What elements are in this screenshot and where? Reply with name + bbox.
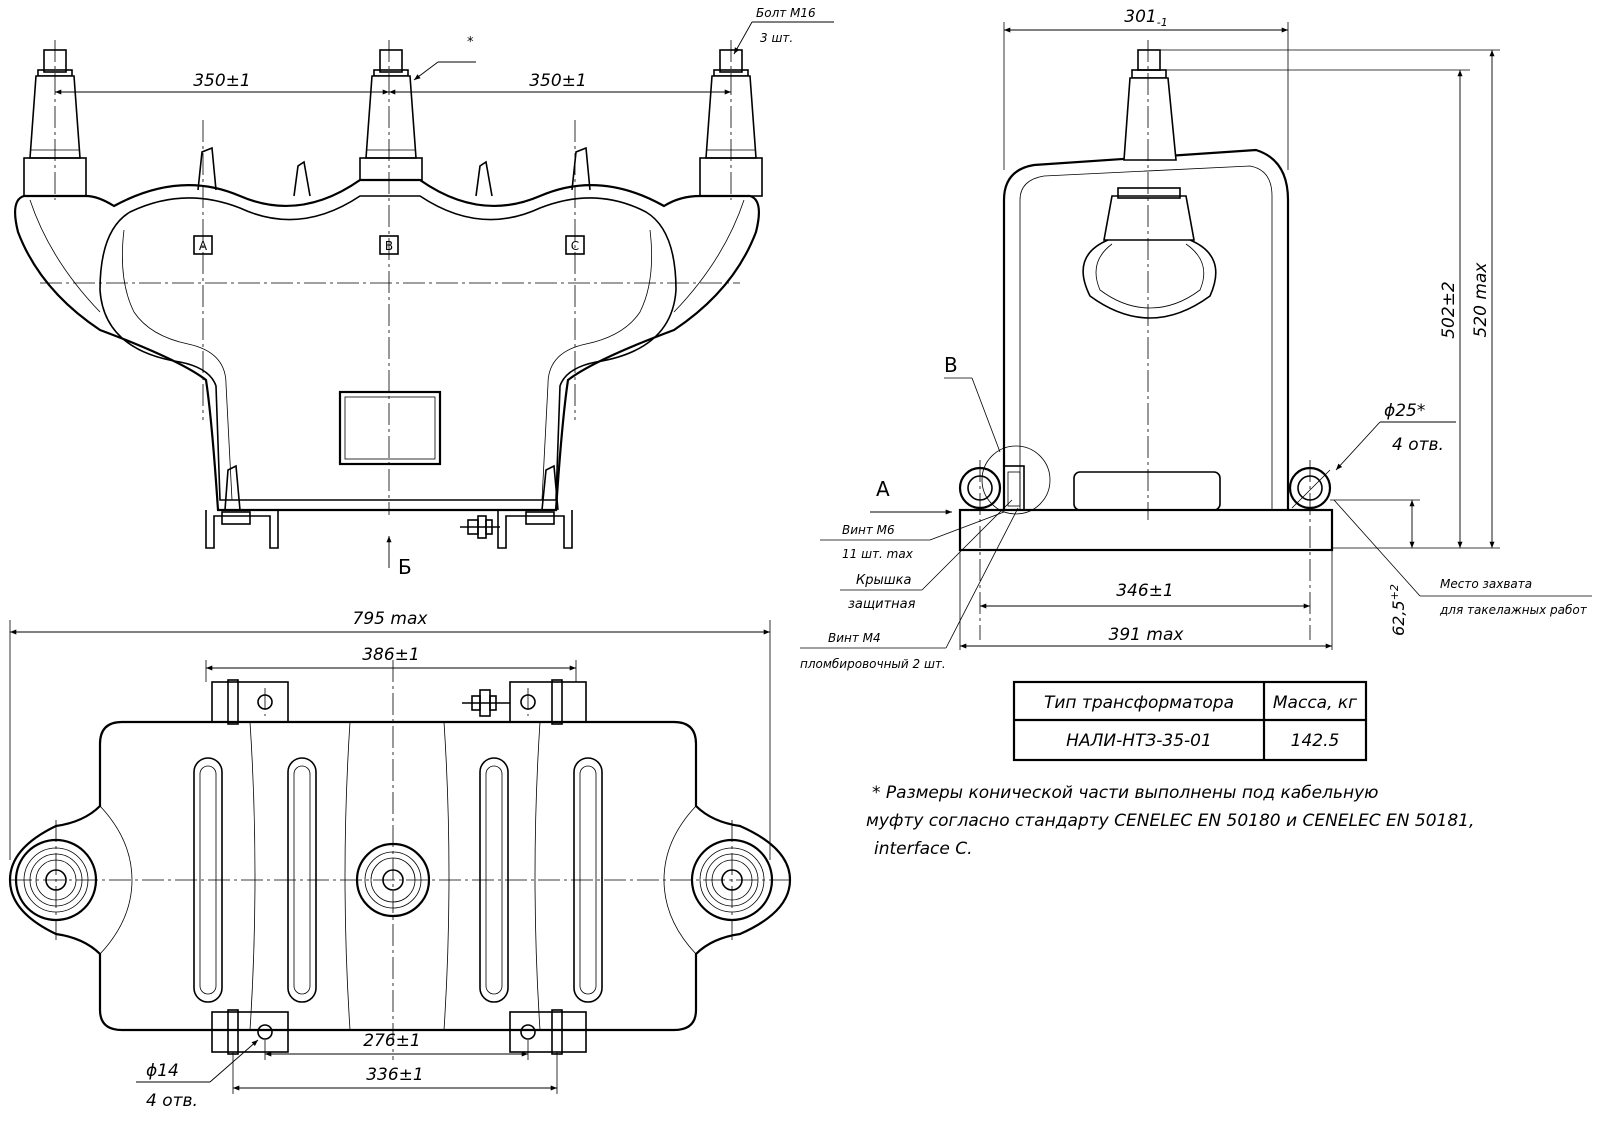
top-housing-outline bbox=[8, 720, 792, 1032]
dim-301: 301-1 bbox=[1124, 7, 1167, 29]
asterisk-mark: * bbox=[467, 35, 474, 50]
dim-336: 336±1 bbox=[366, 1065, 424, 1085]
side-housing bbox=[1002, 148, 1290, 510]
hole-dia-25: ϕ25* bbox=[1384, 401, 1425, 421]
detail-label-b: B bbox=[944, 353, 958, 377]
screw-m6-label: Винт М6 bbox=[842, 523, 895, 537]
table-header-type: Тип трансформатора bbox=[1044, 693, 1234, 713]
bolt-qty: 3 шт. bbox=[760, 31, 793, 45]
dim-391: 391 max bbox=[1109, 625, 1185, 645]
dim-276: 276±1 bbox=[363, 1031, 421, 1051]
hole-dia-14: ϕ14 bbox=[146, 1061, 179, 1081]
view-arrow-b: Б bbox=[398, 555, 412, 579]
table-header-mass: Масса, кг bbox=[1273, 693, 1357, 713]
nameplate bbox=[338, 390, 442, 466]
screw-m4-qty: пломбировочный 2 шт. bbox=[800, 657, 946, 671]
top-view: 795 max 386±1 276±1 336±1 ϕ14 4 отв. bbox=[8, 609, 792, 1111]
dim-795: 795 max bbox=[353, 609, 429, 629]
side-view: 301-1 502±2 520 max B A ϕ25* 4 отв. 346±… bbox=[800, 7, 1592, 671]
dim-520: 520 max bbox=[1471, 262, 1491, 338]
grip-label-2: для такелажных работ bbox=[1439, 603, 1588, 617]
bolt-label: Болт М16 bbox=[756, 6, 816, 20]
screw-m4-label: Винт М4 bbox=[828, 631, 881, 645]
detail-b-circle bbox=[981, 445, 1051, 515]
footnote: * Размеры конической части выполнены под… bbox=[866, 783, 1474, 859]
dim-346: 346±1 bbox=[1116, 581, 1174, 601]
hole-qty-top: 4 отв. bbox=[146, 1091, 198, 1111]
mass-table: Тип трансформатора Масса, кг НАЛИ-НТЗ-35… bbox=[1012, 680, 1368, 762]
mounting-feet bbox=[205, 464, 573, 549]
dim-386: 386±1 bbox=[362, 645, 420, 665]
housing-outline bbox=[13, 178, 761, 512]
front-view: A B C bbox=[13, 6, 834, 579]
note-line-1: * Размеры конической части выполнены под… bbox=[872, 783, 1379, 803]
table-cell-mass: 142.5 bbox=[1291, 731, 1340, 751]
dim-350-left: 350±1 bbox=[193, 71, 251, 91]
dim-502: 502±2 bbox=[1439, 281, 1459, 339]
base-plate bbox=[958, 508, 1334, 552]
table-cell-type: НАЛИ-НТЗ-35-01 bbox=[1066, 731, 1212, 751]
hole-qty-side: 4 отв. bbox=[1392, 435, 1444, 455]
housing-inner-outline bbox=[99, 195, 677, 501]
dim-350-right: 350±1 bbox=[529, 71, 587, 91]
grip-label-1: Место захвата bbox=[1440, 577, 1532, 591]
bushing-center bbox=[359, 49, 423, 181]
dim-62-5: 62,5+2 bbox=[1388, 584, 1408, 636]
note-line-2: муфту согласно стандарту CENELEC EN 5018… bbox=[866, 811, 1474, 831]
note-line-3: interface C. bbox=[874, 839, 973, 859]
top-lugs bbox=[197, 146, 591, 197]
view-arrow-a: A bbox=[876, 477, 890, 501]
cover-label: Крышка bbox=[856, 573, 911, 588]
screw-m6-qty: 11 шт. max bbox=[842, 547, 914, 561]
cover-label-2: защитная bbox=[848, 597, 916, 612]
